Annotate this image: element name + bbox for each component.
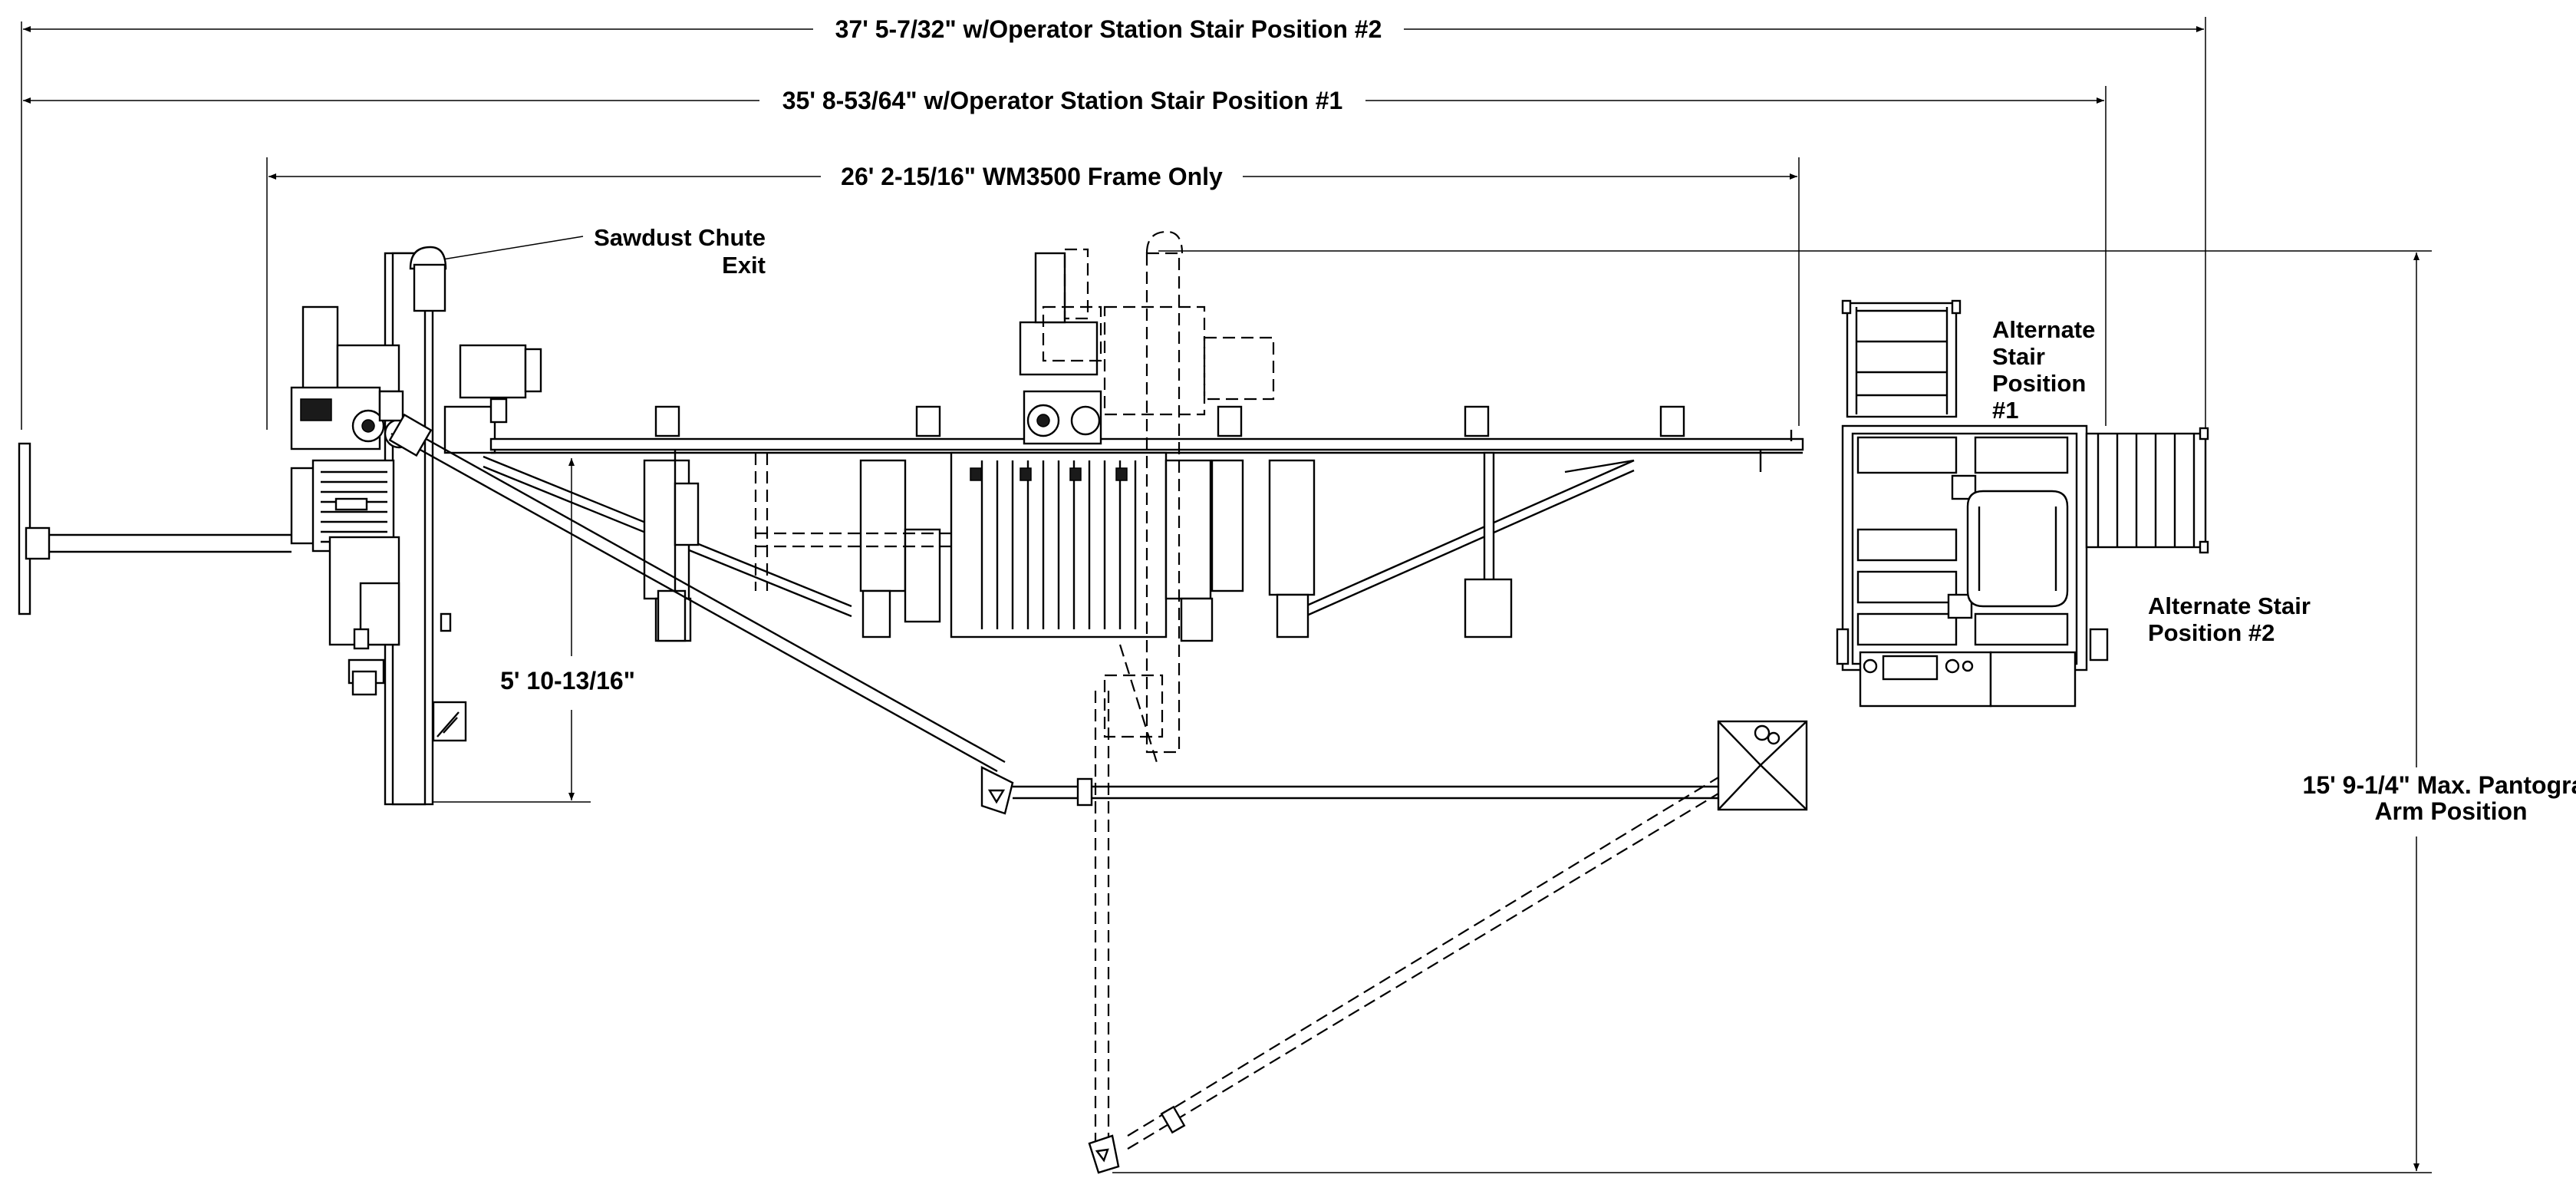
dim-frame-only-text: 26' 2-15/16" WM3500 Frame Only bbox=[841, 163, 1223, 190]
alt-stair1-label-1: Alternate bbox=[1992, 316, 2095, 343]
alt-stair1-callout: Alternate Stair Position #1 bbox=[1992, 316, 2095, 424]
sawdust-label-2: Exit bbox=[722, 252, 766, 279]
left-end-assembly bbox=[18, 246, 542, 806]
sawdust-chute-callout: Sawdust Chute Exit bbox=[433, 224, 766, 279]
dim-overall-stair2-text: 37' 5-7/32" w/Operator Station Stair Pos… bbox=[835, 15, 1382, 43]
alt-stair1-label-2: Stair bbox=[1992, 343, 2045, 370]
dim-max-pantograph-text-2: Arm Position bbox=[2374, 797, 2527, 825]
pantograph-arm bbox=[388, 413, 1808, 1174]
dim-overall-stair1: 35' 8-53/64" w/Operator Station Stair Po… bbox=[23, 86, 2107, 426]
alt-stair2-label-2: Position #2 bbox=[2148, 619, 2275, 646]
alt-stair2-label-1: Alternate Stair bbox=[2148, 592, 2311, 619]
main-frame bbox=[483, 252, 1804, 642]
alt-stair2-callout: Alternate Stair Position #2 bbox=[2148, 592, 2311, 646]
alternate-positions bbox=[754, 230, 1731, 1150]
alt-stair1-label-3: Position bbox=[1992, 370, 2086, 397]
dim-pantograph-depth-text: 5' 10-13/16" bbox=[500, 667, 635, 695]
dim-max-pantograph-text-1: 15' 9-1/4" Max. Pantograph bbox=[2303, 771, 2576, 799]
dim-frame-only: 26' 2-15/16" WM3500 Frame Only bbox=[266, 157, 1800, 430]
alt-stair1-label-4: #1 bbox=[1992, 397, 2018, 424]
dim-pantograph-depth: 5' 10-13/16" bbox=[399, 458, 635, 803]
dim-overall-stair2: 37' 5-7/32" w/Operator Station Stair Pos… bbox=[21, 15, 2206, 434]
dim-max-pantograph: 15' 9-1/4" Max. Pantograph Arm Position bbox=[1112, 250, 2576, 1173]
sawdust-label-1: Sawdust Chute bbox=[594, 224, 766, 251]
operator-station bbox=[1836, 299, 2209, 708]
dim-overall-stair1-text: 35' 8-53/64" w/Operator Station Stair Po… bbox=[782, 87, 1343, 114]
